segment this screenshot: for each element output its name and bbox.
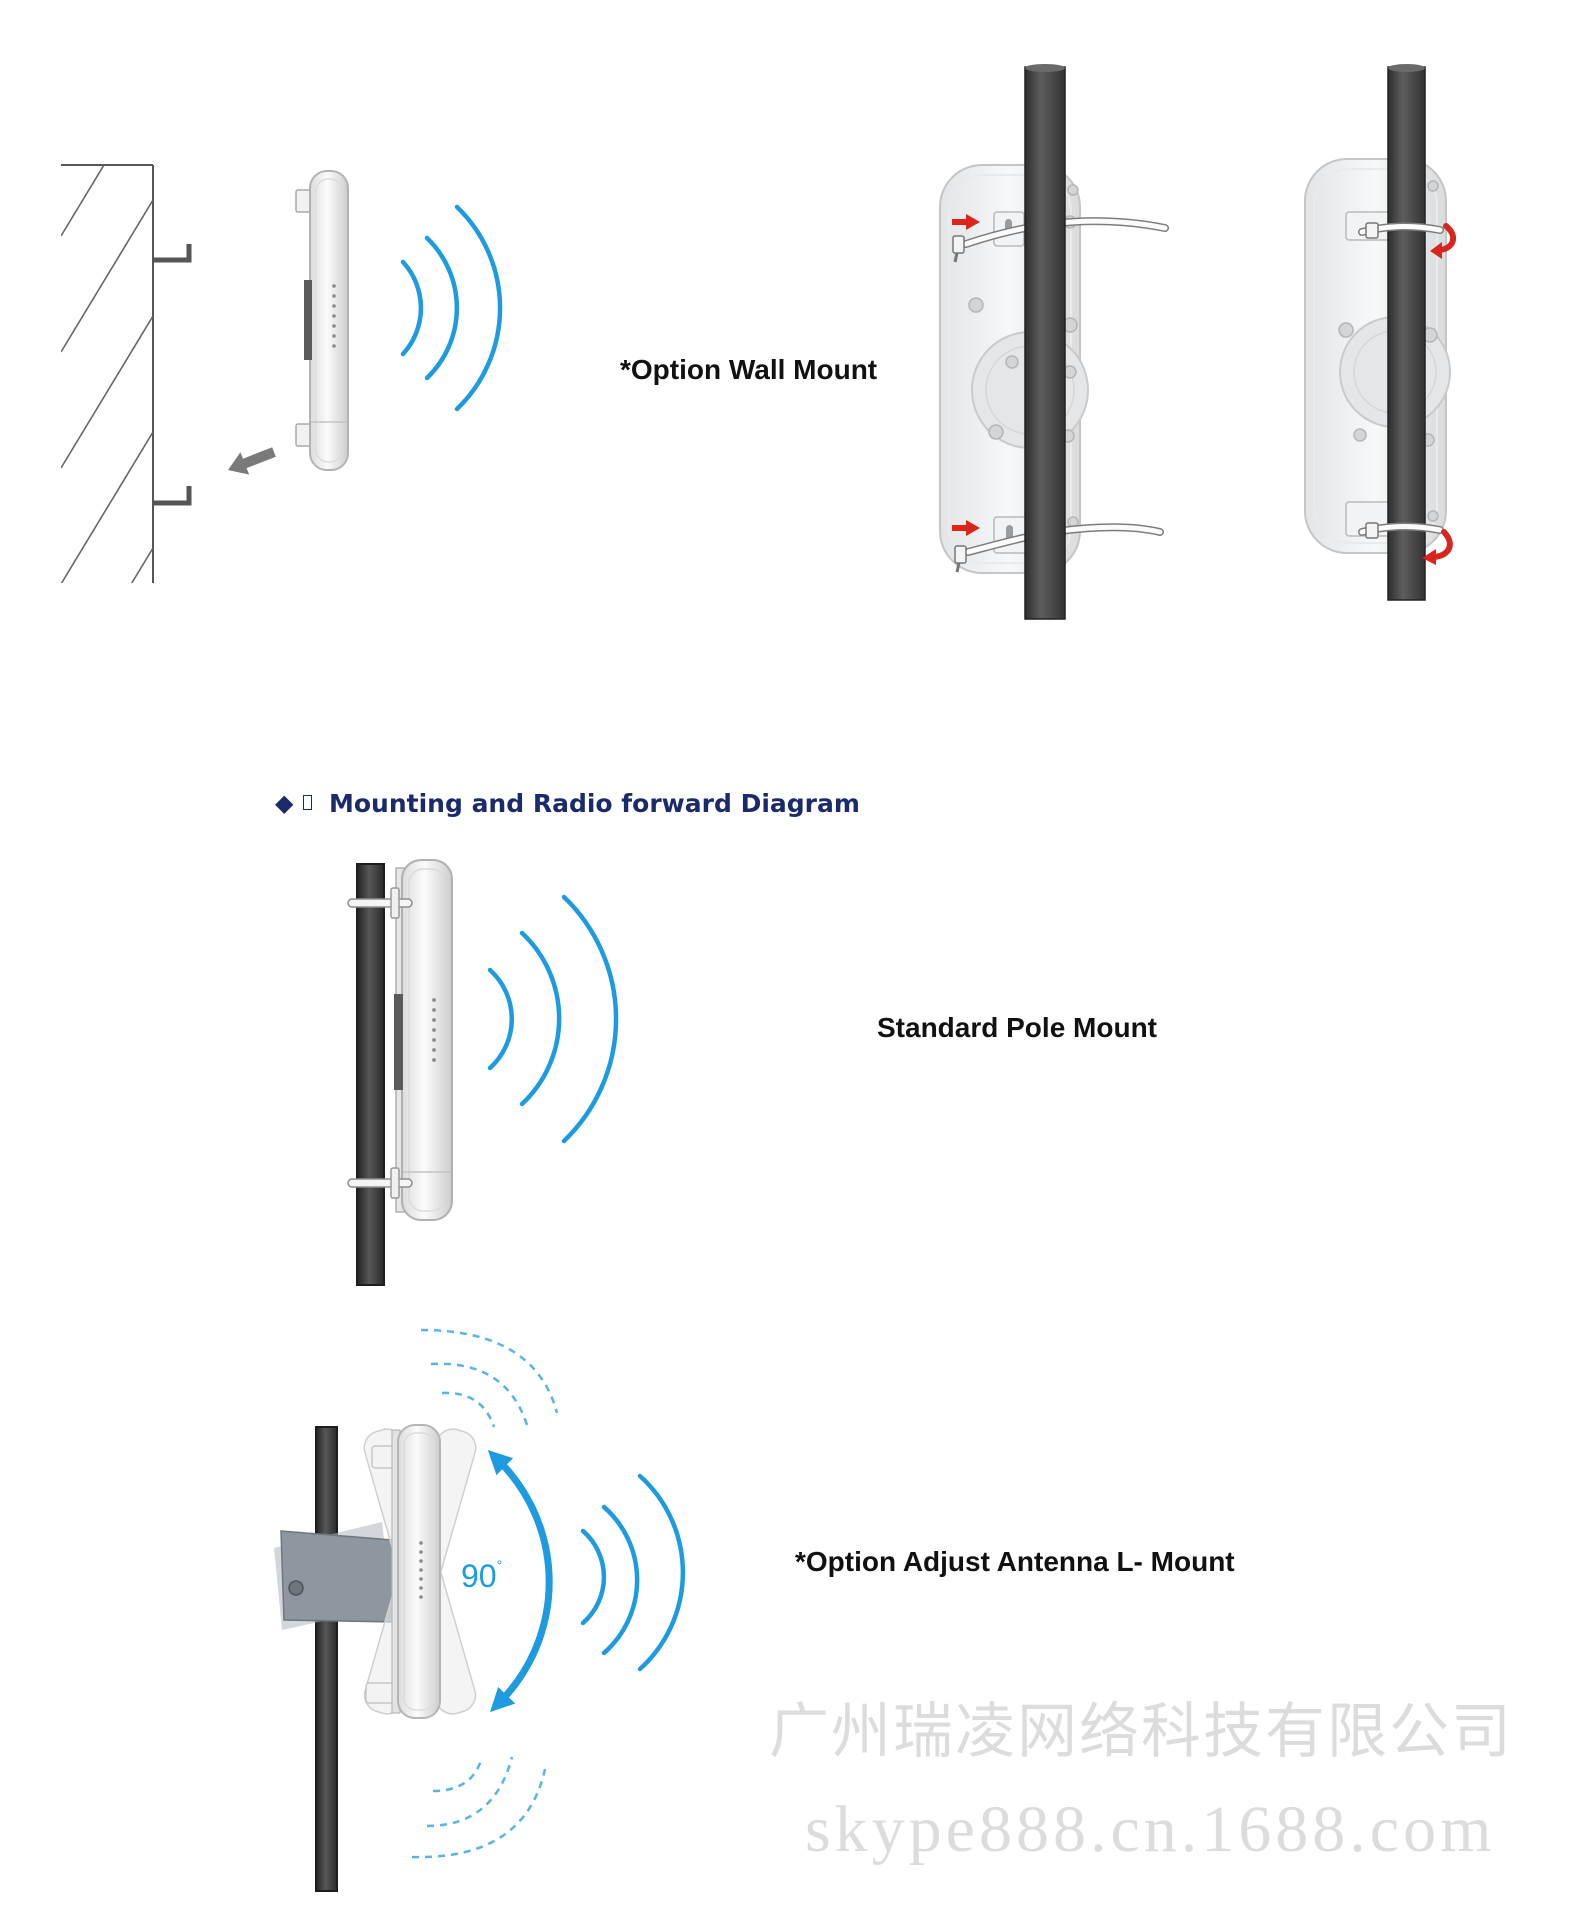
tilt-angle-value: 90: [461, 1558, 497, 1594]
missing-glyph-icon: [303, 795, 312, 810]
signal-wave-small: [400, 259, 424, 357]
device-led-column: [419, 1541, 423, 1599]
wall-bracket-top: [153, 244, 192, 263]
section-title: Mounting and Radio forward Diagram: [329, 789, 860, 818]
tilt-angle-unit: °: [496, 1557, 503, 1573]
wall-bracket-bottom: [153, 486, 192, 506]
device-led-column: [332, 284, 336, 348]
pole-clamp-top: [347, 887, 413, 919]
pole-strap-step-2: [1304, 64, 1457, 601]
pole-1: [1024, 64, 1066, 620]
signal-wave-medium: [601, 1504, 640, 1656]
l-mount-label: *Option Adjust Antenna L- Mount: [795, 1546, 1235, 1577]
l-mount-device: [391, 1424, 441, 1719]
zip-tie-tight-top: [1358, 222, 1444, 239]
diamond-icon: ◆: [275, 789, 294, 817]
signal-wave-large: [637, 1473, 686, 1672]
tilt-down-signal-waves: [411, 1756, 547, 1859]
l-mount-signal-waves: [580, 1473, 686, 1672]
signal-wave-small: [580, 1528, 607, 1626]
pole-3: [356, 863, 385, 1286]
signal-wave-large: [561, 894, 619, 1144]
signal-wave-small: [487, 967, 514, 1071]
device-led-column: [432, 998, 436, 1062]
tilt-angle-label: 90°: [461, 1557, 503, 1594]
move-to-wall-arrow: [228, 447, 276, 475]
adjustable-l-mount: [274, 1424, 477, 1892]
wall-hatching: [61, 165, 153, 583]
tilt-range-double-arrow: [487, 1449, 553, 1713]
watermark-url: skype888.cn.1688.com: [805, 1793, 1496, 1866]
wall-mount-device: [295, 170, 349, 471]
standard-pole-mount: [347, 859, 453, 1286]
tilt-up-signal-waves: [420, 1328, 559, 1428]
pole-clamp-bottom: [347, 1167, 413, 1199]
pole-mount-label: Standard Pole Mount: [877, 1012, 1157, 1043]
watermark-company: 广州瑞凌网络科技有限公司: [769, 1697, 1513, 1767]
signal-wave-large: [454, 204, 503, 412]
pole-4: [315, 1426, 338, 1892]
l-bracket-plate: [280, 1530, 399, 1623]
wall-mount-label: *Option Wall Mount: [620, 354, 878, 385]
pole-mount-signal-waves: [487, 894, 619, 1144]
pole-2: [1387, 64, 1426, 601]
tighten-arrow-bottom: [1422, 529, 1453, 565]
insert-arrow-bottom: [952, 520, 980, 536]
insert-arrow-top: [952, 214, 980, 230]
tighten-arrow-top: [1430, 223, 1457, 259]
pole-strap-step-1: [939, 64, 1169, 620]
wall: [61, 164, 192, 583]
wall-mount-signal-waves: [400, 204, 503, 412]
zip-tie-tight-bottom: [1358, 522, 1444, 539]
signal-wave-medium: [424, 235, 460, 381]
signal-wave-medium: [519, 930, 562, 1107]
